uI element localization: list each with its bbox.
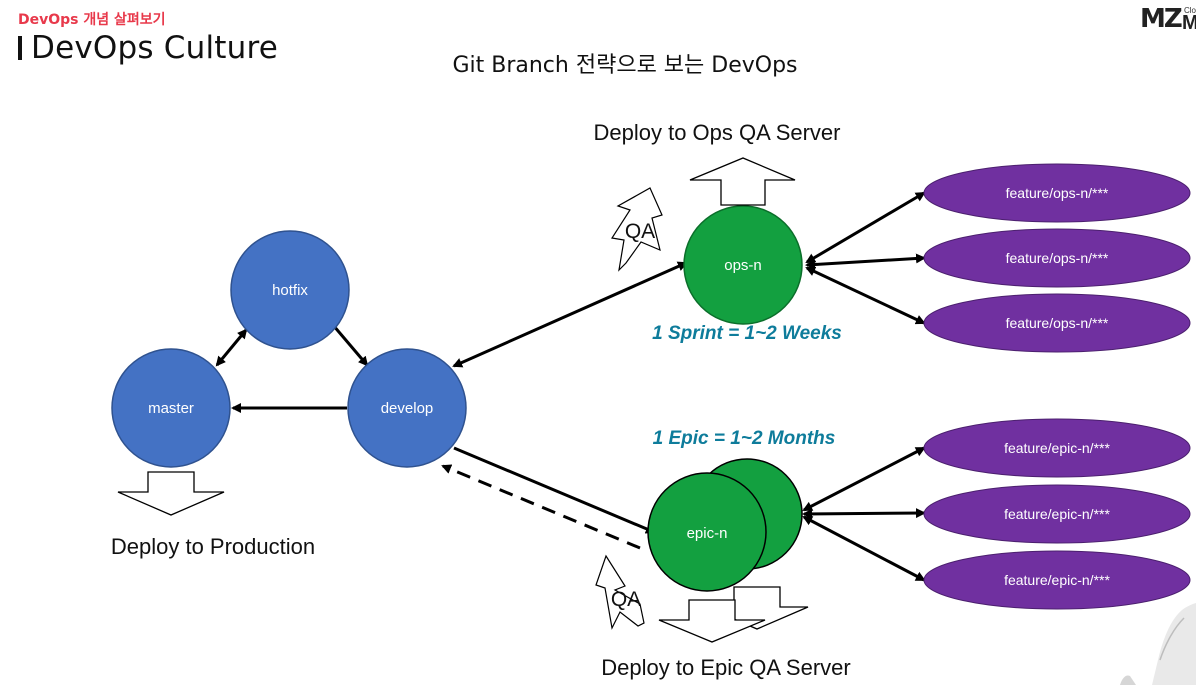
diagram-title: Git Branch 전략으로 보는 DevOps (452, 53, 797, 78)
arrow-epic-feature-3 (802, 515, 926, 582)
node-epic: epic-n (647, 458, 803, 592)
page-title-text: DevOps Culture (31, 30, 279, 66)
presenter-video-overlay (1120, 602, 1196, 685)
feature-epic-3: feature/epic-n/*** (923, 550, 1191, 610)
feature-epic-3-label: feature/epic-n/*** (1004, 572, 1110, 588)
feature-ops-1: feature/ops-n/*** (923, 163, 1191, 223)
arrow-epic-feature-1 (802, 446, 926, 512)
deploy-prod-label: Deploy to Production (111, 534, 315, 559)
arrow-ops-feature-1 (805, 191, 926, 264)
node-ops-label: ops-n (724, 257, 762, 274)
feature-ops-3-label: feature/ops-n/*** (1006, 315, 1109, 331)
epic-duration-label: 1 Epic = 1~2 Months (653, 428, 836, 449)
arrow-ops-feature-2 (805, 253, 926, 270)
arrow-ops-feature-3 (805, 266, 926, 325)
arrow-hotfix-master (215, 328, 248, 367)
node-epic-label: epic-n (687, 525, 728, 542)
node-master-label: master (148, 400, 194, 417)
feature-epic-1-label: feature/epic-n/*** (1004, 440, 1110, 456)
node-ops: ops-n (683, 205, 803, 325)
company-logo: MZ Clo M (1140, 4, 1196, 34)
qa-top-lightning-icon (611, 187, 663, 272)
section-label: DevOps 개념 살펴보기 (18, 12, 166, 28)
logo-small-text: Clo (1184, 6, 1196, 15)
arrow-develop-epic (453, 446, 656, 534)
title-bar-decoration (18, 36, 22, 60)
node-develop: develop (347, 348, 467, 468)
feature-ops-2: feature/ops-n/*** (923, 228, 1191, 288)
logo-big-text: M (1182, 12, 1196, 34)
node-hotfix: hotfix (230, 230, 350, 350)
page-title: DevOps Culture (18, 30, 278, 66)
logo-mark: MZ (1140, 4, 1183, 34)
deploy-prod-down-arrow-icon (117, 471, 225, 516)
arrow-develop-ops (452, 261, 688, 368)
feature-ops-2-label: feature/ops-n/*** (1006, 250, 1109, 266)
feature-epic-2-label: feature/epic-n/*** (1004, 506, 1110, 522)
arrow-epic-develop-dashed (441, 464, 641, 550)
deploy-epic-label: Deploy to Epic QA Server (601, 655, 850, 680)
feature-epic-2: feature/epic-n/*** (923, 484, 1191, 544)
qa-bottom-label: QA (611, 588, 641, 611)
deploy-ops-up-arrow-icon (689, 157, 796, 206)
deploy-epic-down-arrow-icon (658, 599, 766, 643)
qa-bottom-lightning-icon (595, 554, 645, 630)
arrow-hotfix-develop (331, 324, 369, 367)
feature-epic-1: feature/epic-n/*** (923, 418, 1191, 478)
node-hotfix-label: hotfix (272, 282, 308, 299)
qa-top-label: QA (625, 220, 655, 243)
feature-ops-3: feature/ops-n/*** (923, 293, 1191, 353)
node-develop-label: develop (381, 400, 434, 417)
deploy-ops-label: Deploy to Ops QA Server (594, 120, 841, 145)
feature-ops-1-label: feature/ops-n/*** (1006, 185, 1109, 201)
node-master: master (111, 348, 231, 468)
arrow-epic-feature-2 (802, 508, 926, 519)
sprint-duration-label: 1 Sprint = 1~2 Weeks (652, 323, 842, 344)
